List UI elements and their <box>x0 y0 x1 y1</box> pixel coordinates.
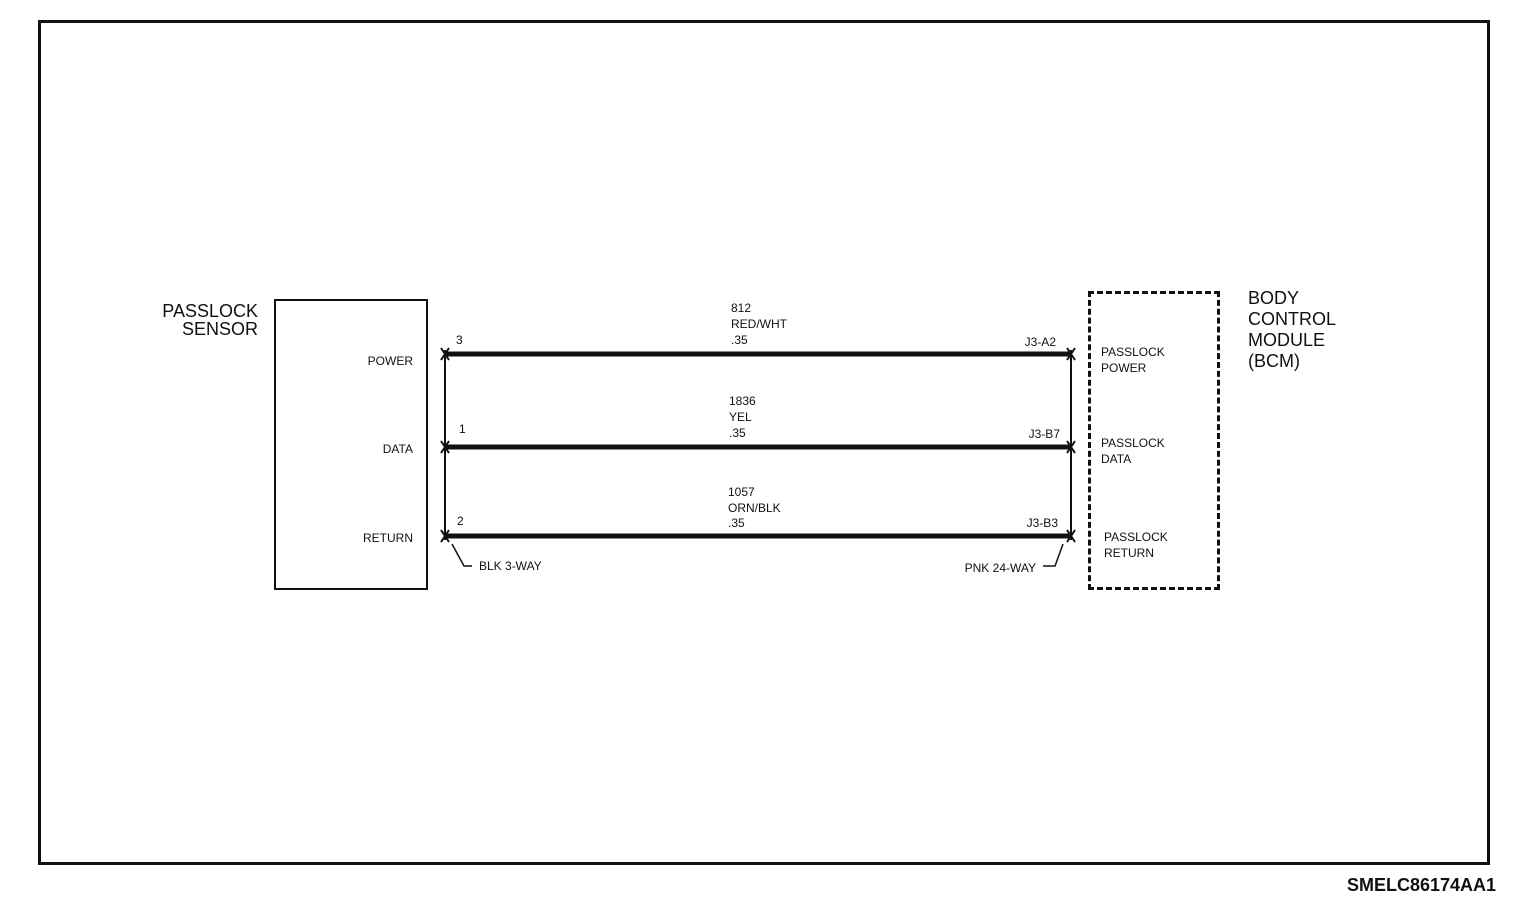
pnk-connector-leader <box>1043 543 1064 567</box>
bcm-terminal-return: J3-B3 <box>1026 516 1058 530</box>
bcm-pin-label-data: PASSLOCK DATA <box>1101 436 1165 466</box>
wire-1057-terminal-left <box>440 529 450 543</box>
figure-code: SMELC86174AA1 <box>1346 875 1496 895</box>
passlock-sensor-box <box>274 299 428 590</box>
wire-812-circuit: 812 <box>731 301 752 315</box>
wire-1057-color: ORN/BLK <box>728 501 781 515</box>
bcm-title: BODY CONTROL MODULE (BCM) <box>1248 288 1337 371</box>
bcm-terminal-power: J3-A2 <box>1024 335 1056 349</box>
wire-812-gauge: .35 <box>731 333 748 347</box>
bcm-connector-label: PNK 24-WAY <box>964 561 1036 575</box>
sensor-pin-number-return: 2 <box>457 514 464 528</box>
sensor-pin-label-data: DATA <box>382 442 413 456</box>
bcm-pin-label-power: PASSLOCK POWER <box>1101 345 1165 375</box>
blk-connector-leader <box>451 543 472 567</box>
bcm-terminal-data: J3-B7 <box>1028 427 1060 441</box>
wire-1836-gauge: .35 <box>729 426 746 440</box>
sensor-pin-label-power: POWER <box>367 354 413 368</box>
wire-1057-terminal-right <box>1066 529 1076 543</box>
sensor-pin-label-return: RETURN <box>363 531 413 545</box>
wire-812-color: RED/WHT <box>731 317 787 331</box>
wire-1836-color: YEL <box>729 410 752 424</box>
passlock-sensor-title: PASSLOCK SENSOR <box>162 301 258 339</box>
sensor-pin-number-data: 1 <box>459 422 466 436</box>
wire-1836-terminal-right <box>1066 440 1076 454</box>
wire-812-terminal-left <box>440 347 450 361</box>
sensor-pin-number-power: 3 <box>456 333 463 347</box>
wire-1057-gauge: .35 <box>728 516 745 530</box>
diagram-frame <box>38 20 1490 865</box>
wire-1836-terminal-left <box>440 440 450 454</box>
wire-1836-circuit: 1836 <box>729 394 756 408</box>
wire-1057-circuit: 1057 <box>728 485 755 499</box>
bcm-box <box>1088 291 1220 590</box>
wire-812-terminal-right <box>1066 347 1076 361</box>
bcm-pin-label-return: PASSLOCK RETURN <box>1104 530 1168 560</box>
sensor-connector-label: BLK 3-WAY <box>479 559 542 573</box>
